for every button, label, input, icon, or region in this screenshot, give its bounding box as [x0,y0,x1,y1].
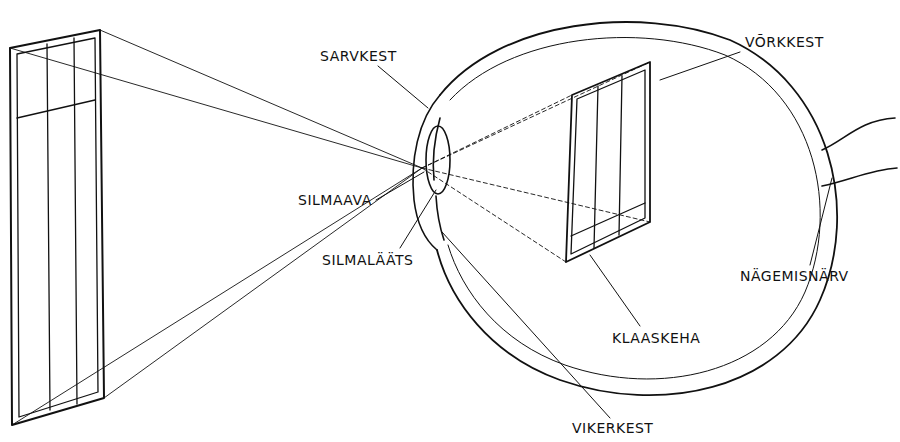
part-label: SILMALÄÄTS [322,252,414,268]
part-label: NÄGEMISNÄRV [740,268,849,284]
leader-lines [376,52,832,418]
part-label: SARVKEST [320,48,397,64]
retina-image [566,62,650,262]
part-label: KLAASKEHA [612,330,700,346]
object-window [10,30,104,425]
light-rays [10,30,650,425]
part-label: VÕRKKEST [745,34,824,50]
part-label: SILMAAVA [298,192,372,208]
eyeball [413,22,837,395]
optic-nerve [822,118,897,186]
part-label: VIKERKEST [572,420,653,436]
